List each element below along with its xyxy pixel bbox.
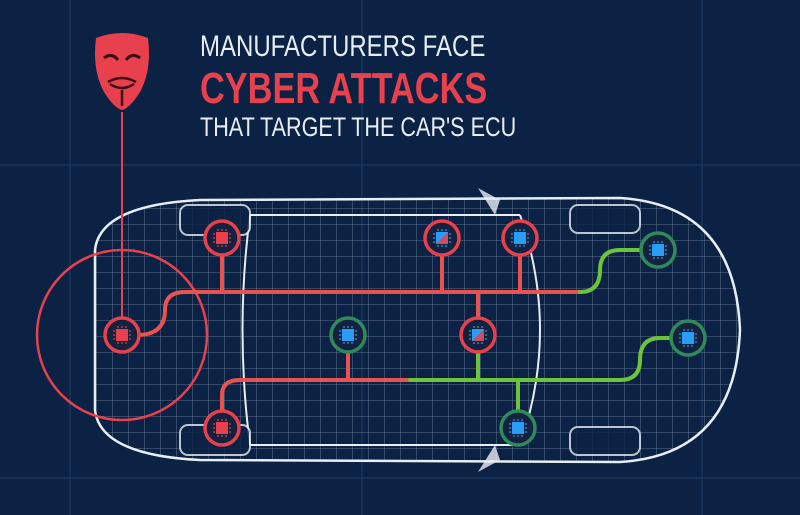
- headline-line-3: THAT TARGET THE CAR'S ECU: [200, 112, 517, 142]
- guy-fawkes-mask-icon: [95, 33, 149, 110]
- microchip-icon: [113, 326, 131, 344]
- microchip-icon: [509, 419, 527, 437]
- compromised-ecu-node: [203, 409, 241, 447]
- microchip-icon: [433, 229, 451, 247]
- microchip-icon: [339, 326, 357, 344]
- secure-ecu-node: [669, 319, 707, 357]
- compromised-ecu-node: [423, 219, 461, 257]
- compromised-ecu-node: [459, 316, 497, 354]
- microchip-icon: [511, 229, 529, 247]
- secure-ecu-node: [329, 316, 367, 354]
- secure-ecu-node: [499, 409, 537, 447]
- network-lines: [135, 248, 675, 415]
- microchip-icon: [213, 229, 231, 247]
- compromised-ecu-node: [103, 316, 141, 354]
- headline-line-1: MANUFACTURERS FACE: [200, 30, 486, 63]
- microchip-icon: [649, 241, 667, 259]
- compromised-ecu-node: [203, 219, 241, 257]
- compromised-ecu-node: [501, 219, 539, 257]
- microchip-icon: [679, 329, 697, 347]
- car-wireframe: [93, 188, 742, 472]
- secure-ecu-node: [639, 231, 677, 269]
- microchip-icon: [469, 326, 487, 344]
- microchip-icon: [213, 419, 231, 437]
- headline-line-2: CYBER ATTACKS: [200, 64, 488, 113]
